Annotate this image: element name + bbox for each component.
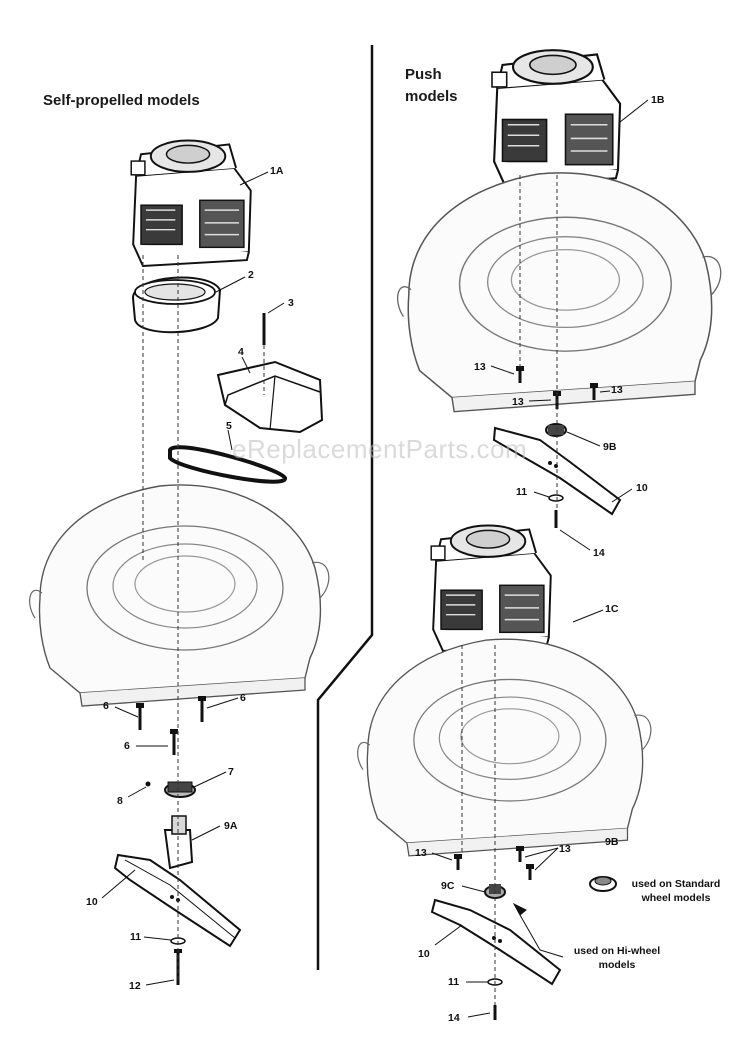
section-title-push-line1: Push (405, 66, 442, 83)
callout-9a: 9A (224, 820, 238, 832)
section-divider (316, 45, 374, 970)
lower-right-hardware-drawing (430, 846, 617, 1020)
callout-10-upper: 10 (636, 482, 648, 494)
engine-1a-drawing (130, 139, 252, 267)
right-centerline (461, 175, 558, 1005)
callout-12: 12 (129, 980, 141, 992)
callout-6-center: 6 (124, 740, 130, 752)
note-standard-wheel: used on Standard wheel models (616, 877, 736, 905)
callout-6-right: 6 (240, 692, 246, 704)
callout-7: 7 (228, 766, 234, 778)
left-centerline (142, 255, 265, 980)
callout-1b: 1B (651, 94, 665, 106)
callout-13-c: 13 (512, 396, 524, 408)
callout-13-d: 13 (415, 847, 427, 859)
callout-11-lower: 11 (448, 976, 460, 988)
callout-11-upper: 11 (516, 486, 528, 498)
engine-1c-drawing (430, 524, 552, 652)
note-standard-line1: used on Standard (631, 878, 721, 890)
callout-13-e: 13 (559, 843, 571, 855)
callout-8: 8 (117, 795, 123, 807)
section-title-self-propelled: Self-propelled models (43, 92, 200, 109)
callout-9b-upper: 9B (603, 441, 617, 453)
callout-13-b: 13 (611, 384, 623, 396)
callout-10-left: 10 (86, 896, 98, 908)
deck-upper-right-drawing (396, 172, 722, 413)
callout-1c: 1C (605, 603, 619, 615)
section-title-push-line2: models (405, 88, 458, 105)
callout-2: 2 (248, 269, 254, 281)
note-hi-wheel: used on Hi-wheel models (557, 944, 677, 972)
watermark: eReplacementParts.com (232, 434, 528, 464)
leader-lines (101, 99, 649, 1018)
callout-10-lower: 10 (418, 948, 430, 960)
callout-6-left: 6 (103, 700, 109, 712)
callout-14-lower: 14 (448, 1012, 460, 1024)
callout-4: 4 (238, 346, 244, 358)
deck-left-drawing (28, 484, 330, 707)
callout-11-left: 11 (130, 931, 142, 943)
note-hiwheel-line2: models (598, 959, 636, 971)
note-standard-line2: wheel models (641, 892, 711, 904)
belt-guard-4-drawing (216, 360, 324, 434)
callout-14-upper: 14 (593, 547, 605, 559)
callout-3: 3 (288, 297, 294, 309)
deck-lower-right-drawing (356, 638, 652, 857)
note-hiwheel-line1: used on Hi-wheel (573, 945, 661, 957)
callout-1a: 1A (270, 165, 284, 177)
pulley-2-drawing (131, 276, 222, 334)
callout-9b-lower: 9B (605, 836, 619, 848)
belt-5-drawing (168, 445, 288, 484)
callout-9c: 9C (441, 880, 455, 892)
callout-5: 5 (226, 420, 232, 432)
callout-13-a: 13 (474, 361, 486, 373)
engine-1b-drawing (490, 49, 622, 186)
